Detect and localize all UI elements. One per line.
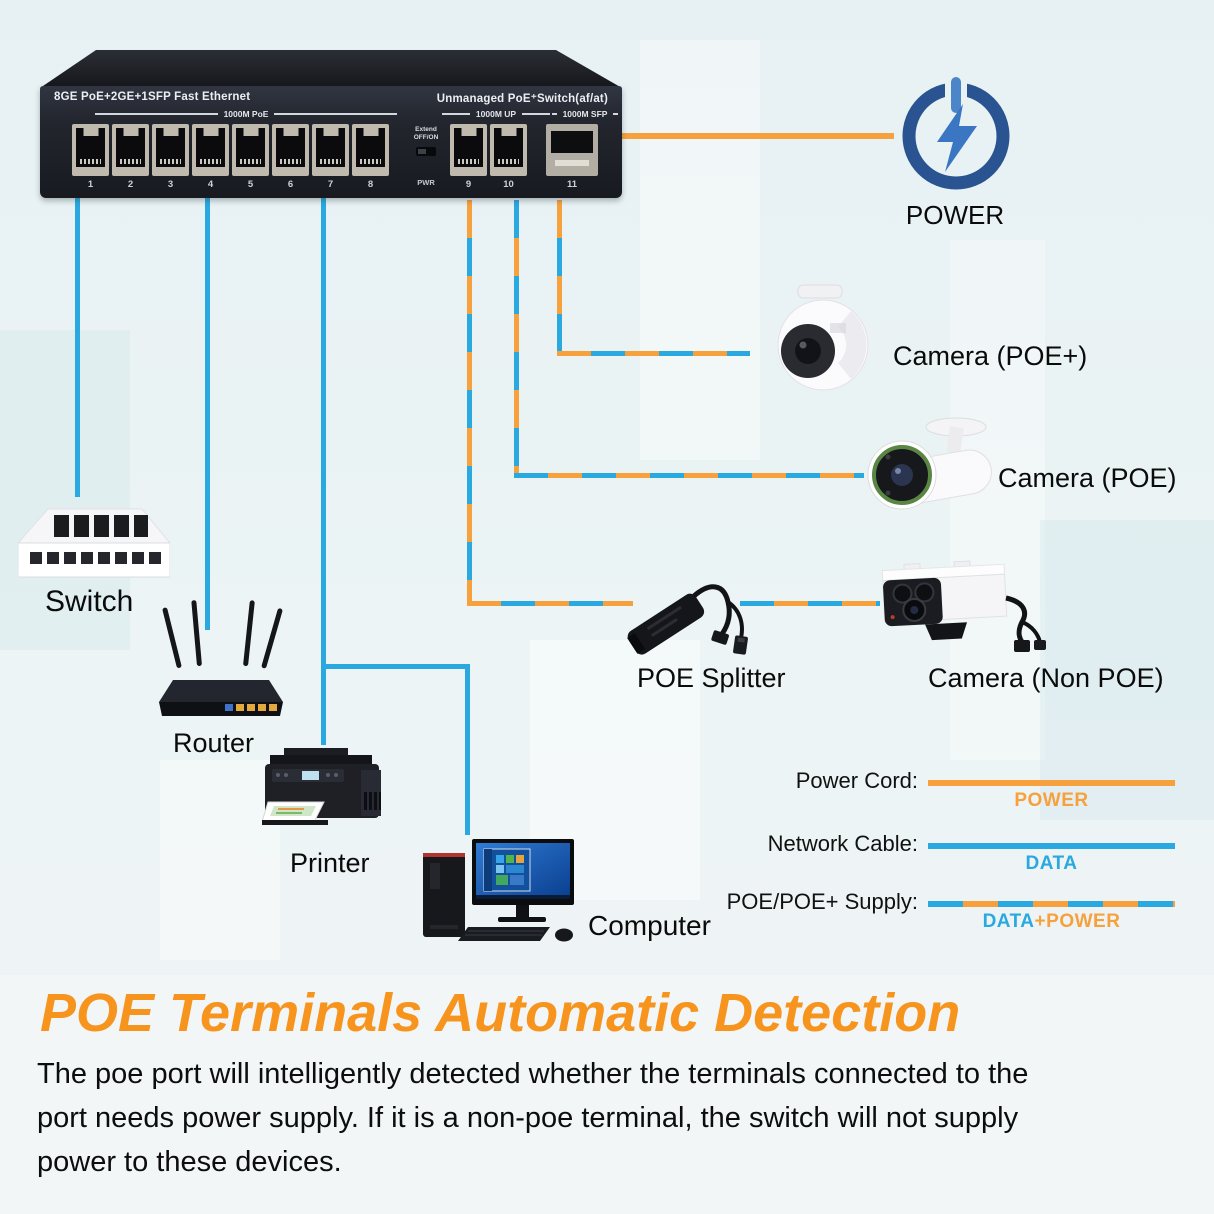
printer-label: Printer	[290, 848, 370, 878]
legend-power-line	[928, 780, 1175, 786]
legend-data-line	[928, 843, 1175, 849]
rj45-port: 9	[450, 124, 487, 190]
power-label: POWER	[905, 200, 1005, 230]
bullet-camera-image	[867, 417, 992, 510]
poe-splitter-image	[627, 584, 748, 655]
router-label: Router	[173, 728, 255, 758]
power-cord	[620, 133, 894, 139]
extend-switch: Extend OFF/ON PWR	[408, 126, 444, 187]
rj45-port: 7	[312, 124, 349, 190]
legend-power-cord-label: Power Cord:	[795, 768, 918, 793]
switch-top-face	[40, 50, 622, 88]
data-cable-to-printer	[321, 197, 326, 745]
rj45-port: 5	[232, 124, 269, 190]
description-line: power to these devices.	[37, 1146, 342, 1178]
sfp-port: 11	[546, 124, 598, 190]
poe-cable-to-splitter-h	[467, 601, 633, 606]
page-title: POE Terminals Automatic Detection	[40, 983, 961, 1043]
poe-cable-to-camera-poe-v	[514, 200, 519, 478]
mini-switch-image	[18, 508, 170, 578]
legend-network-cable-label: Network Cable:	[767, 831, 918, 856]
data-cable-to-switch	[75, 197, 80, 497]
legend-data-power-line	[928, 901, 1175, 907]
sfp-port-bracket: 1000M SFP	[552, 108, 619, 120]
computer-label: Computer	[588, 910, 711, 941]
data-cable-to-router	[205, 197, 210, 630]
description-line: The poe port will intelligently detected…	[37, 1058, 1029, 1090]
background-decoration	[640, 40, 760, 460]
switch-right-label: Unmanaged PoE⁺Switch(af/at)	[436, 93, 608, 105]
legend-data-value: DATA	[1025, 853, 1078, 874]
rj45-port: 2	[112, 124, 149, 190]
pwr-led-label: PWR	[417, 178, 435, 187]
legend-poe-supply-label: POE/POE+ Supply:	[726, 889, 918, 914]
rj45-port: 6	[272, 124, 309, 190]
page-description: The poe port will intelligently detected…	[37, 1052, 1028, 1184]
switch-device-label: Switch	[45, 585, 134, 618]
data-cable-to-computer-h	[321, 664, 470, 669]
box-camera-image	[881, 560, 1046, 652]
data-cable-to-computer-v	[465, 664, 470, 835]
camera-poe-label: Camera (POE)	[998, 463, 1177, 493]
power-icon	[902, 71, 1010, 190]
rj45-port: 3	[152, 124, 189, 190]
uplink-ports-bracket: 1000M UP	[442, 108, 551, 120]
printer-image	[262, 748, 381, 825]
poe-splitter-label: POE Splitter	[637, 663, 786, 693]
switch-front-face: 8GE PoE+2GE+1SFP Fast Ethernet Unmanaged…	[40, 86, 622, 198]
poe-cable-to-camera-poe-h	[514, 473, 864, 478]
legend-data-power-value: DATA+POWER	[982, 911, 1121, 932]
poe-ports-bracket: 1000M PoE	[95, 108, 398, 120]
sfp-port-group: 11	[546, 124, 601, 190]
camera-poe-plus-label: Camera (POE+)	[893, 341, 1088, 371]
poe-cable-splitter-to-nonpoe	[740, 601, 880, 606]
camera-non-poe-label: Camera (Non POE)	[928, 663, 1164, 693]
poe-cable-to-camera-poeplus-v	[557, 200, 562, 355]
description-line: port needs power supply. If it is a non-…	[37, 1102, 1019, 1134]
rj45-port: 8	[352, 124, 389, 190]
poe-ports-group: 1 2 3 4 5 6 7 8	[72, 124, 392, 190]
computer-image	[423, 839, 574, 942]
poe-cable-to-splitter-v	[467, 200, 472, 605]
rj45-port: 1	[72, 124, 109, 190]
router-image	[159, 600, 283, 716]
switch-left-label: 8GE PoE+2GE+1SFP Fast Ethernet	[54, 91, 251, 103]
poe-cable-to-camera-poeplus-h	[557, 351, 750, 356]
legend-power-value: POWER	[1014, 790, 1089, 811]
extend-slider	[416, 147, 436, 156]
rj45-port: 10	[490, 124, 527, 190]
rj45-port: 4	[192, 124, 229, 190]
poe-switch-device: 8GE PoE+2GE+1SFP Fast Ethernet Unmanaged…	[40, 50, 622, 198]
uplink-ports-group: 9 10	[450, 124, 530, 190]
dome-camera-image	[777, 284, 869, 391]
